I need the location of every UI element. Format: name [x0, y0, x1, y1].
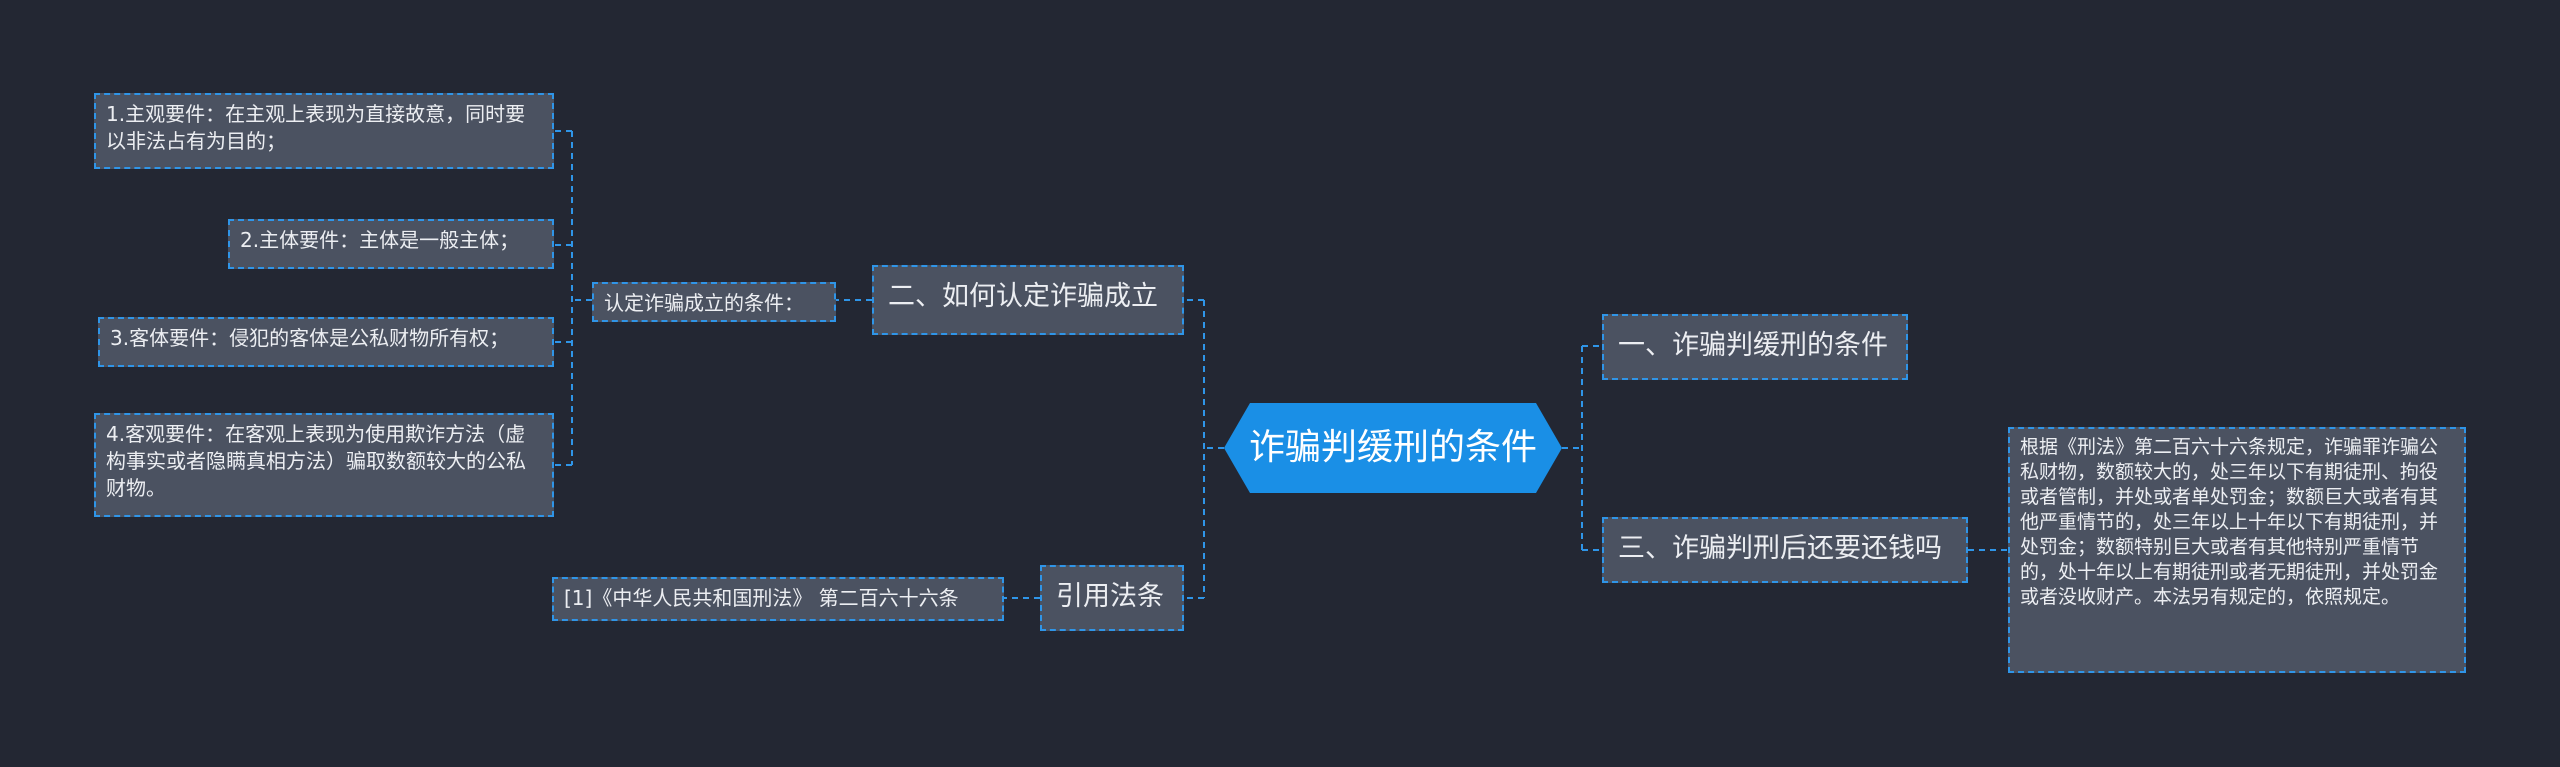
condition-item-object[interactable]: 3.客体要件：侵犯的客体是公私财物所有权； [98, 317, 554, 367]
law-reference[interactable]: [1]《中华人民共和国刑法》 第二百六十六条 [552, 577, 1004, 621]
sub-recognize-conditions[interactable]: 认定诈骗成立的条件： [592, 282, 836, 322]
branch-how-to-recognize[interactable]: 二、如何认定诈骗成立 [872, 265, 1184, 335]
root-topic[interactable]: 诈骗判缓刑的条件 [1224, 403, 1562, 493]
connector-root-right [1562, 345, 1602, 551]
condition-item-subject[interactable]: 2.主体要件：主体是一般主体； [228, 219, 554, 269]
refund-detail-text[interactable]: 根据《刑法》第二百六十六条规定，诈骗罪诈骗公私财物，数额较大的，处三年以下有期徒… [2008, 427, 2466, 673]
condition-item-subjective[interactable]: 1.主观要件：在主观上表现为直接故意，同时要以非法占有为目的； [94, 93, 554, 169]
connector-sub-items [554, 130, 592, 466]
branch-repay-after-sentence[interactable]: 三、诈骗判刑后还要还钱吗 [1602, 517, 1968, 583]
condition-item-objective[interactable]: 4.客观要件：在客观上表现为使用欺诈方法（虚构事实或者隐瞒真相方法）骗取数额较大… [94, 413, 554, 517]
branch-probation-conditions[interactable]: 一、诈骗判缓刑的条件 [1602, 314, 1908, 380]
connector-root-left [1184, 299, 1224, 599]
branch-cited-law[interactable]: 引用法条 [1040, 565, 1184, 631]
